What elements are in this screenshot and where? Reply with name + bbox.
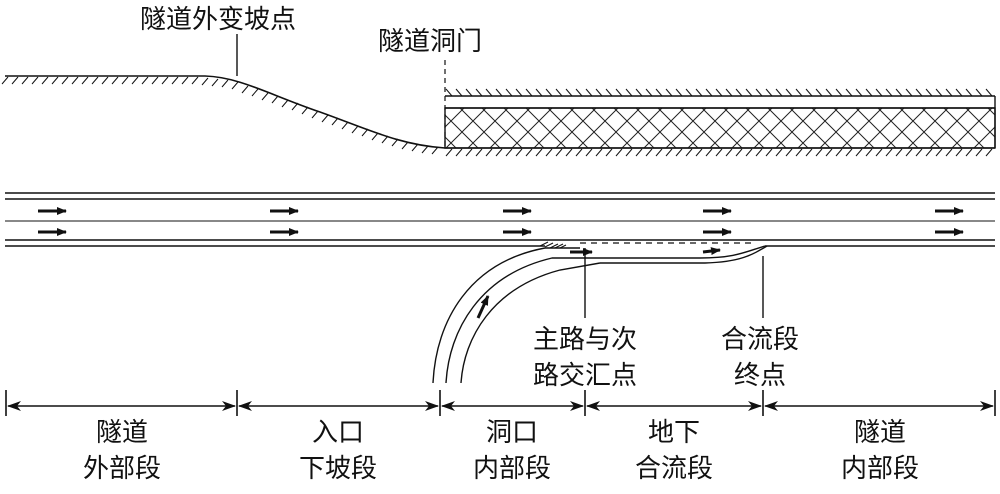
segment-tunnel-inner: 隧道 内部段 — [800, 415, 960, 487]
segment-portal-line1: 洞口 — [485, 418, 538, 448]
segment-outer-line2: 外部段 — [82, 454, 161, 484]
ground-profile — [1, 34, 996, 157]
segment-merge-line2: 合流段 — [634, 454, 713, 484]
road-plan — [5, 192, 995, 384]
segment-entrance-line2: 下坡段 — [298, 454, 377, 484]
merge-end-label-line2: 终点 — [733, 361, 786, 391]
segment-inner-line1: 隧道 — [853, 418, 906, 448]
segment-entrance-line1: 入口 — [311, 418, 364, 448]
portal-label: 隧道洞门 — [378, 27, 483, 57]
segment-entrance-downslope: 入口 下坡段 — [258, 415, 418, 487]
segment-dimension-line — [5, 390, 996, 416]
outer-grade-point-label: 隧道外变坡点 — [140, 5, 297, 35]
segment-inner-line2: 内部段 — [840, 454, 919, 484]
segment-outer-line1: 隧道 — [95, 418, 148, 448]
merge-end-label-line1: 合流段 — [720, 325, 799, 355]
merge-end-label: 合流段 终点 — [690, 322, 830, 394]
segment-portal-inner: 洞口 内部段 — [432, 415, 592, 487]
segment-merge-line1: 地下 — [647, 418, 700, 448]
segment-portal-line2: 内部段 — [472, 454, 551, 484]
segment-underground-merge: 地下 合流段 — [594, 415, 754, 487]
junction-label-line1: 主路与次 — [532, 325, 637, 355]
segment-outer: 隧道 外部段 — [42, 415, 202, 487]
junction-label-line2: 路交汇点 — [532, 361, 637, 391]
junction-label: 主路与次 路交汇点 — [510, 322, 660, 394]
